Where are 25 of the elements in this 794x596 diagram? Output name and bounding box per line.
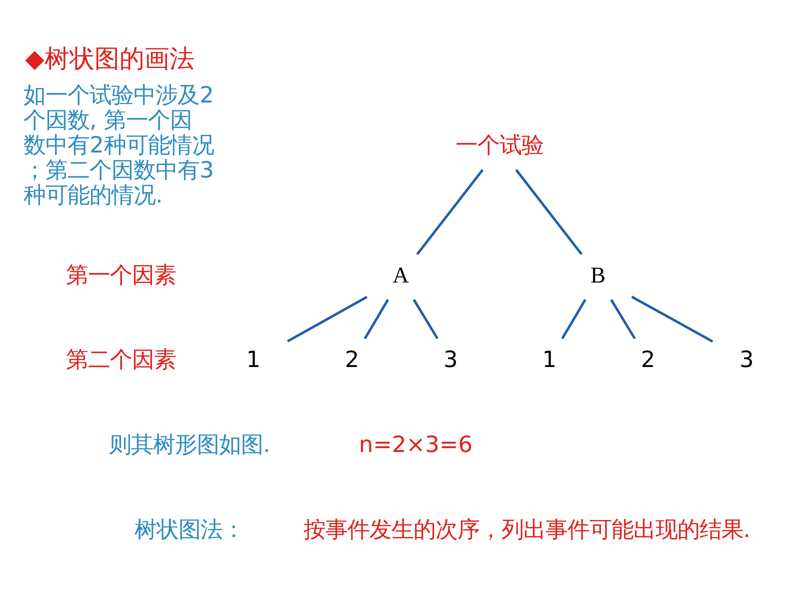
label: 则其树形图如图. xyxy=(109,432,270,458)
connector xyxy=(631,296,714,343)
connector xyxy=(286,296,368,342)
node-text: B xyxy=(590,262,606,288)
label: 第一个因素 xyxy=(66,262,176,288)
connector xyxy=(412,299,439,340)
label: n=2×3=6 xyxy=(358,432,473,458)
node-text: 2 xyxy=(344,347,360,374)
connector xyxy=(515,168,583,255)
connector xyxy=(364,299,390,340)
connector xyxy=(416,168,484,255)
node-text: 3 xyxy=(444,347,458,374)
label: 如一个试验中涉及2个因数, 第一个因数中有2种可能情况；第二个因数中有3种可能的情况. xyxy=(24,82,214,208)
label: 第二个因素 xyxy=(66,347,176,374)
node-text: 1 xyxy=(542,347,557,374)
node-text: 一个试验 xyxy=(455,132,544,158)
diagram-title: ◆树状图的画法 xyxy=(25,44,194,73)
label: 按事件发生的次序，列出事件可能出现的结果. xyxy=(303,517,750,544)
node-text: 1 xyxy=(246,347,261,374)
label: 树状图法： xyxy=(134,517,245,544)
node-text: A xyxy=(392,262,409,288)
connector xyxy=(561,299,586,340)
node-text: 2 xyxy=(640,347,656,374)
node-text: 3 xyxy=(740,347,754,374)
connector xyxy=(610,299,636,340)
